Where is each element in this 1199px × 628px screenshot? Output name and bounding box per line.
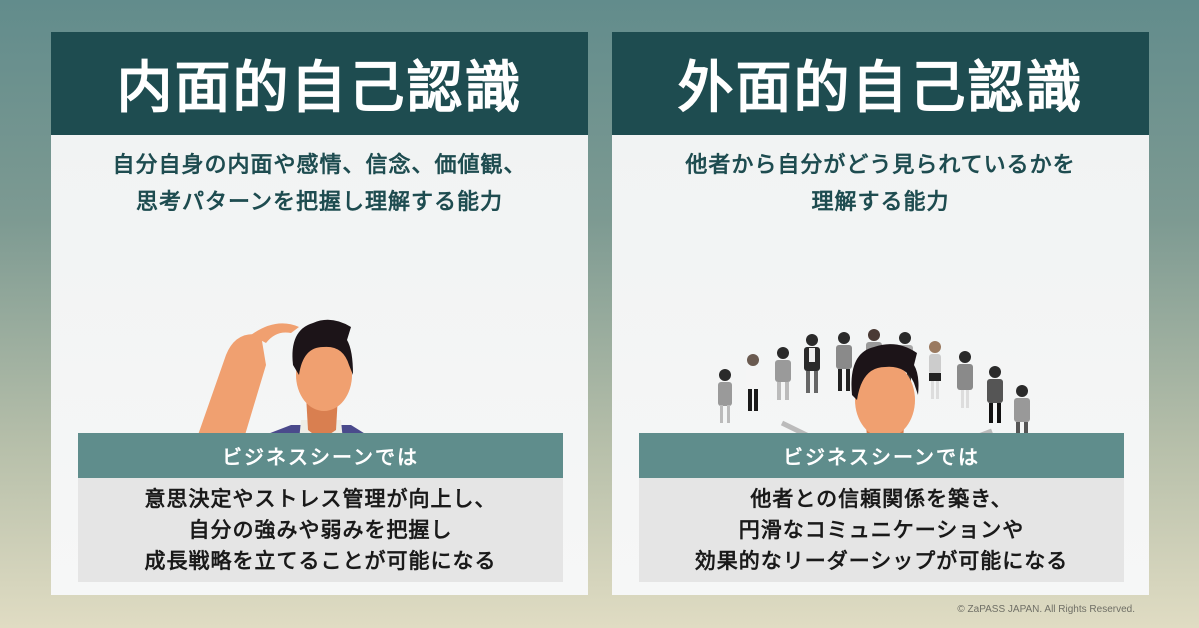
business-scene-text: 他者との信頼関係を築き、 円滑なコミュニケーションや 効果的なリーダーシップが可… <box>639 478 1124 582</box>
definition-text: 他者から自分がどう見られているかを 理解する能力 <box>612 147 1149 221</box>
business-scene-label: ビジネスシーンでは <box>639 433 1124 478</box>
business-line: 他者との信頼関係を築き、 <box>750 486 1013 511</box>
business-scene-label: ビジネスシーンでは <box>78 433 563 478</box>
business-scene-text: 意思決定やストレス管理が向上し、 自分の強みや弱みを把握し 成長戦略を立てること… <box>78 478 563 582</box>
business-line: 成長戦略を立てることが可能になる <box>144 548 497 573</box>
external-self-awareness-card: 外面的自己認識 他者から自分がどう見られているかを 理解する能力 <box>612 32 1149 595</box>
definition-line: 思考パターンを把握し理解する能力 <box>136 190 503 215</box>
business-line: 自分の強みや弱みを把握し <box>188 517 453 542</box>
business-line: 意思決定やストレス管理が向上し、 <box>144 486 497 511</box>
card-title: 内面的自己認識 <box>116 56 523 121</box>
card-body: 自分自身の内面や感情、信念、価値観、 思考パターンを把握し理解する能力 <box>51 135 588 595</box>
card-title: 外面的自己認識 <box>677 56 1084 121</box>
card-header: 内面的自己認識 <box>51 32 588 135</box>
definition-text: 自分自身の内面や感情、信念、価値観、 思考パターンを把握し理解する能力 <box>51 147 588 221</box>
card-header: 外面的自己認識 <box>612 32 1149 135</box>
copyright-notice: © ZaPASS JAPAN. All Rights Reserved. <box>957 604 1135 615</box>
business-line: 円滑なコミュニケーションや <box>738 517 1025 542</box>
card-body: 他者から自分がどう見られているかを 理解する能力 <box>612 135 1149 595</box>
business-line: 効果的なリーダーシップが可能になる <box>694 548 1069 573</box>
definition-line: 理解する能力 <box>811 190 950 215</box>
internal-self-awareness-card: 内面的自己認識 自分自身の内面や感情、信念、価値観、 思考パターンを把握し理解す… <box>51 32 588 595</box>
definition-line: 自分自身の内面や感情、信念、価値観、 <box>112 153 527 178</box>
definition-line: 他者から自分がどう見られているかを <box>685 153 1076 178</box>
